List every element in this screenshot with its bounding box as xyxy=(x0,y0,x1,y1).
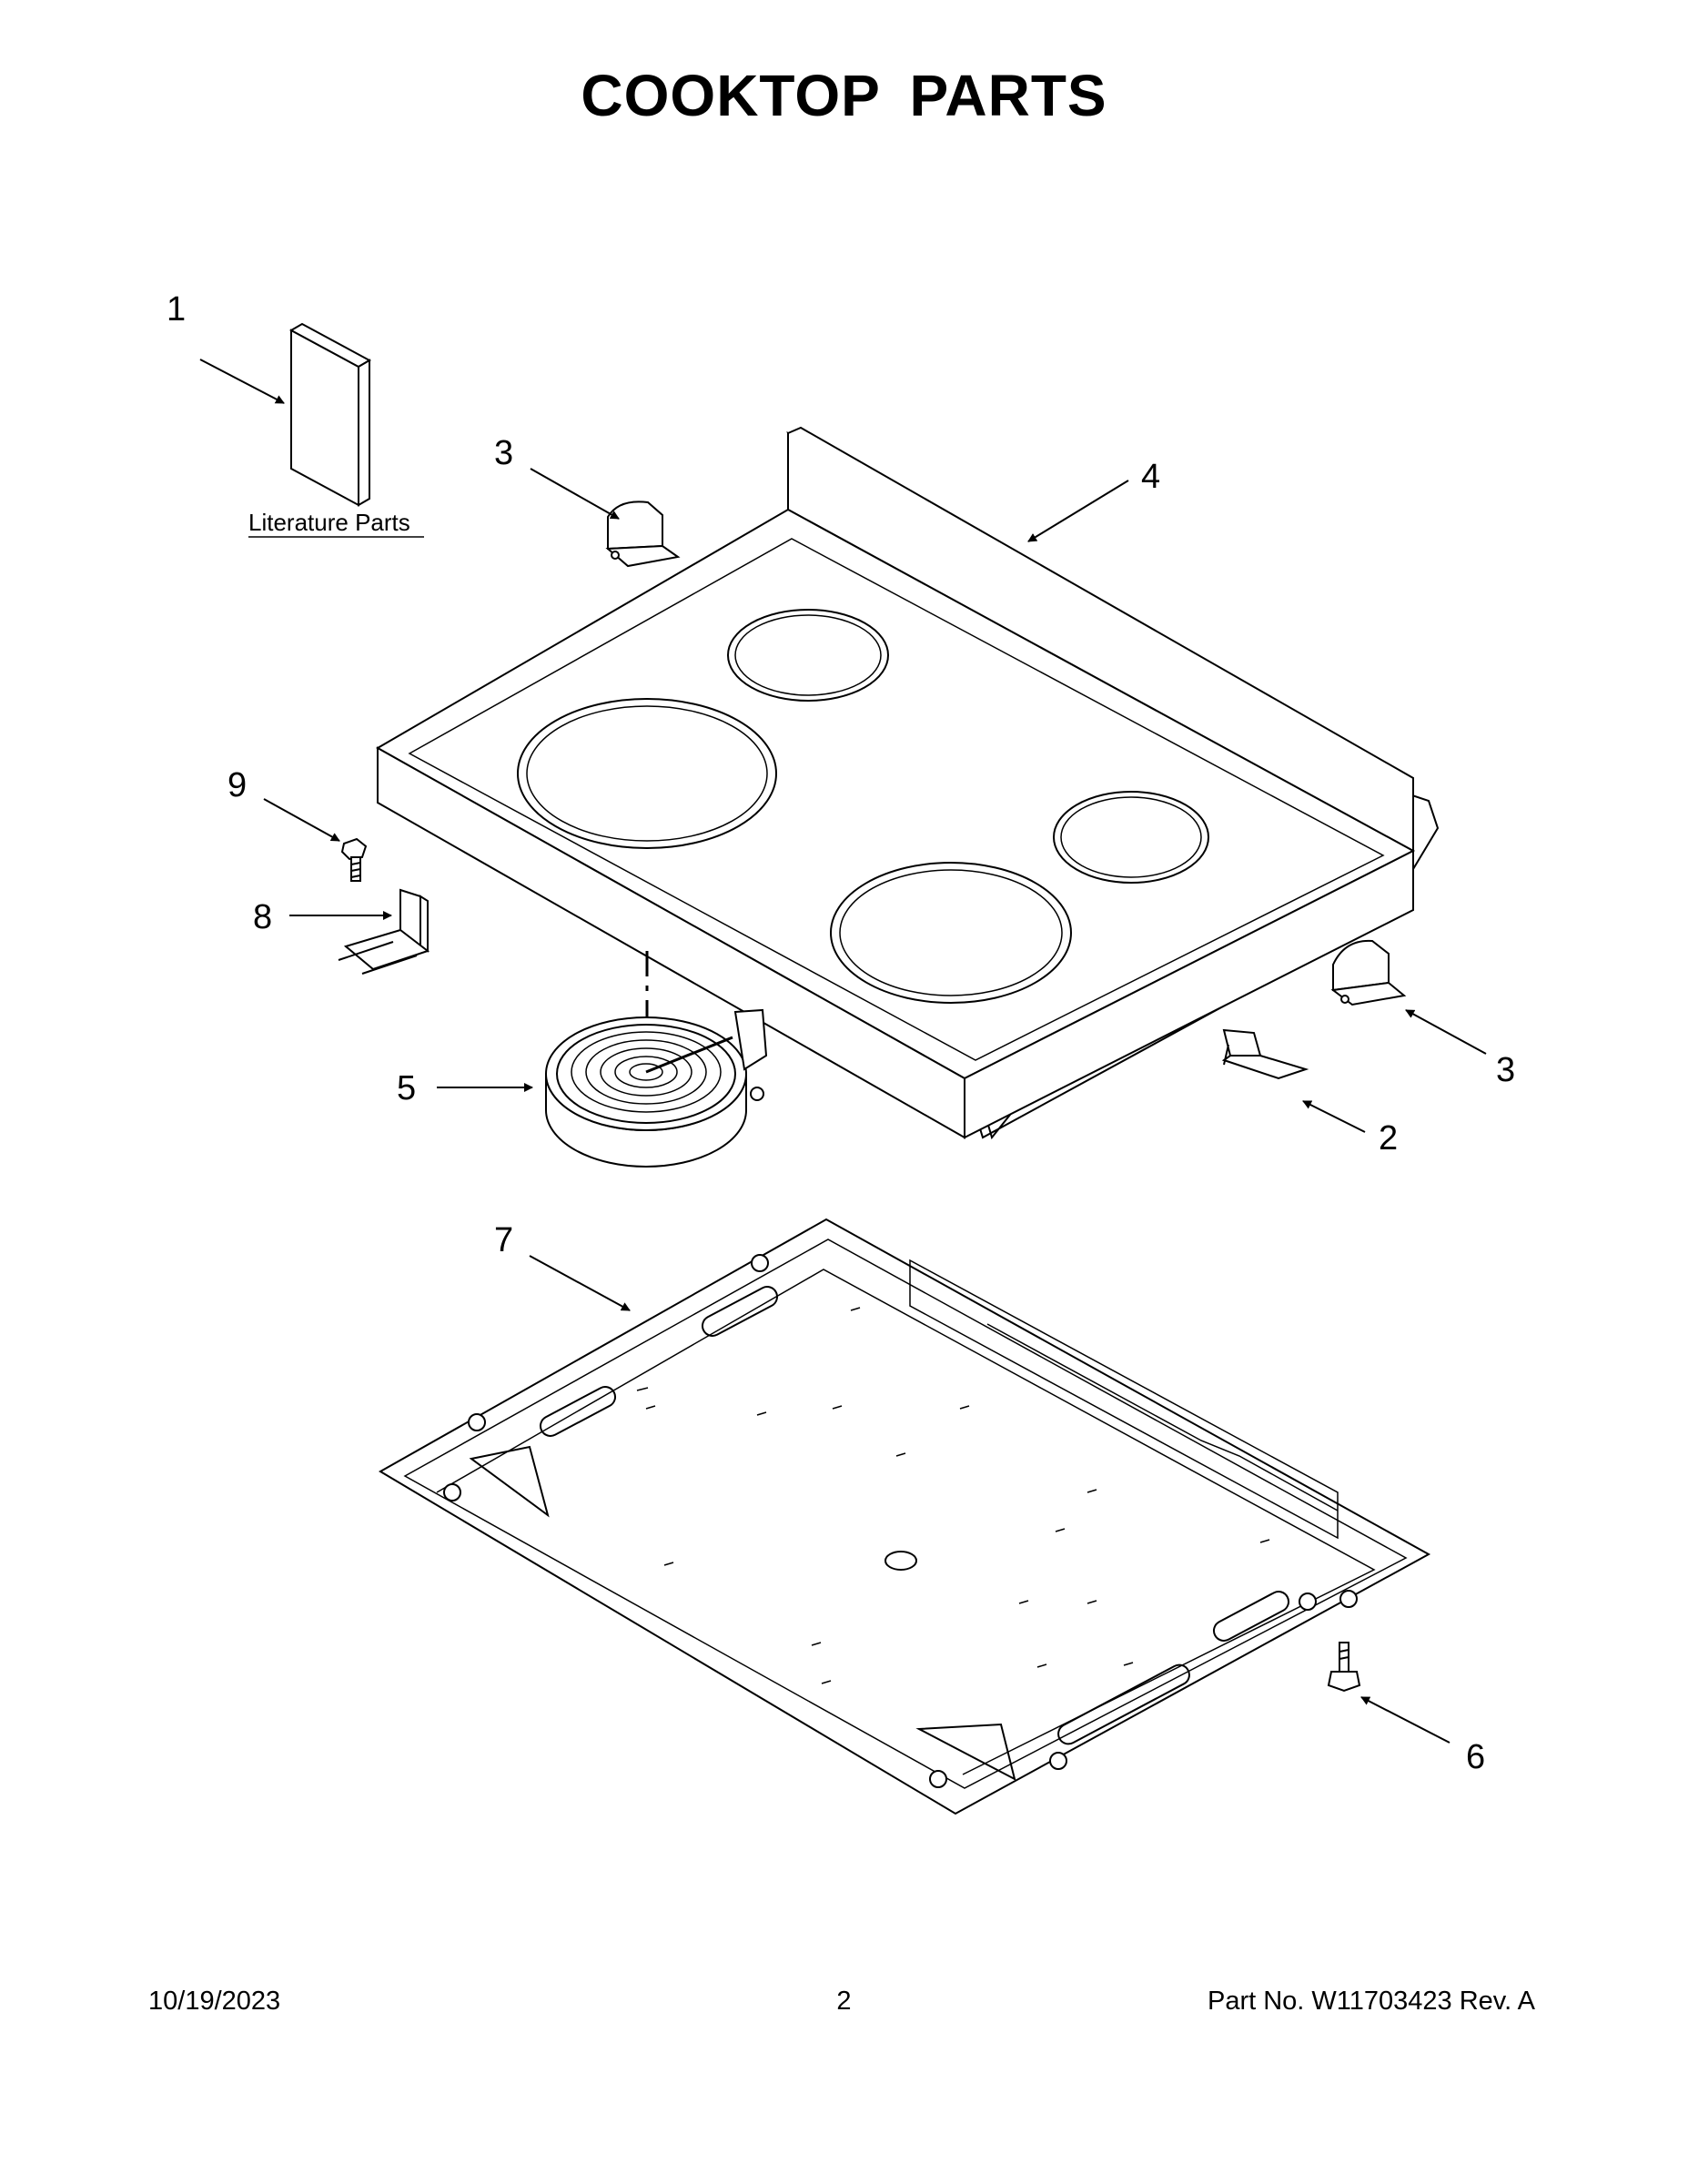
callout-8: 8 xyxy=(253,898,272,936)
callout-3-left: 3 xyxy=(494,434,513,472)
literature-parts-label: Literature Parts xyxy=(248,509,410,536)
frame-screw xyxy=(1327,1642,1361,1693)
literature-booklet xyxy=(288,322,372,507)
callout-3-right: 3 xyxy=(1496,1051,1515,1089)
footer-part-number: Part No. W11703423 Rev. A xyxy=(1207,1987,1535,2016)
callout-2: 2 xyxy=(1379,1119,1398,1158)
footer-page-number: 2 xyxy=(836,1987,852,2016)
footer-date: 10/19/2023 xyxy=(148,1987,281,2016)
cooktop-clip xyxy=(1221,1028,1309,1080)
bracket xyxy=(338,888,430,975)
callout-9: 9 xyxy=(227,766,247,804)
cooktop-glass xyxy=(375,426,1440,1140)
screw xyxy=(340,837,368,882)
callout-6: 6 xyxy=(1466,1738,1485,1776)
cooktop-bracket-left xyxy=(605,500,681,568)
callout-5: 5 xyxy=(397,1069,416,1107)
callout-1: 1 xyxy=(167,290,186,329)
callout-7: 7 xyxy=(494,1221,513,1259)
surface-element xyxy=(545,1008,768,1168)
cooktop-bracket-right xyxy=(1330,939,1407,1006)
cooktop-support-frame xyxy=(379,1218,1431,1815)
callout-4: 4 xyxy=(1141,458,1160,496)
page-title: COOKTOP PARTS xyxy=(581,63,1107,128)
